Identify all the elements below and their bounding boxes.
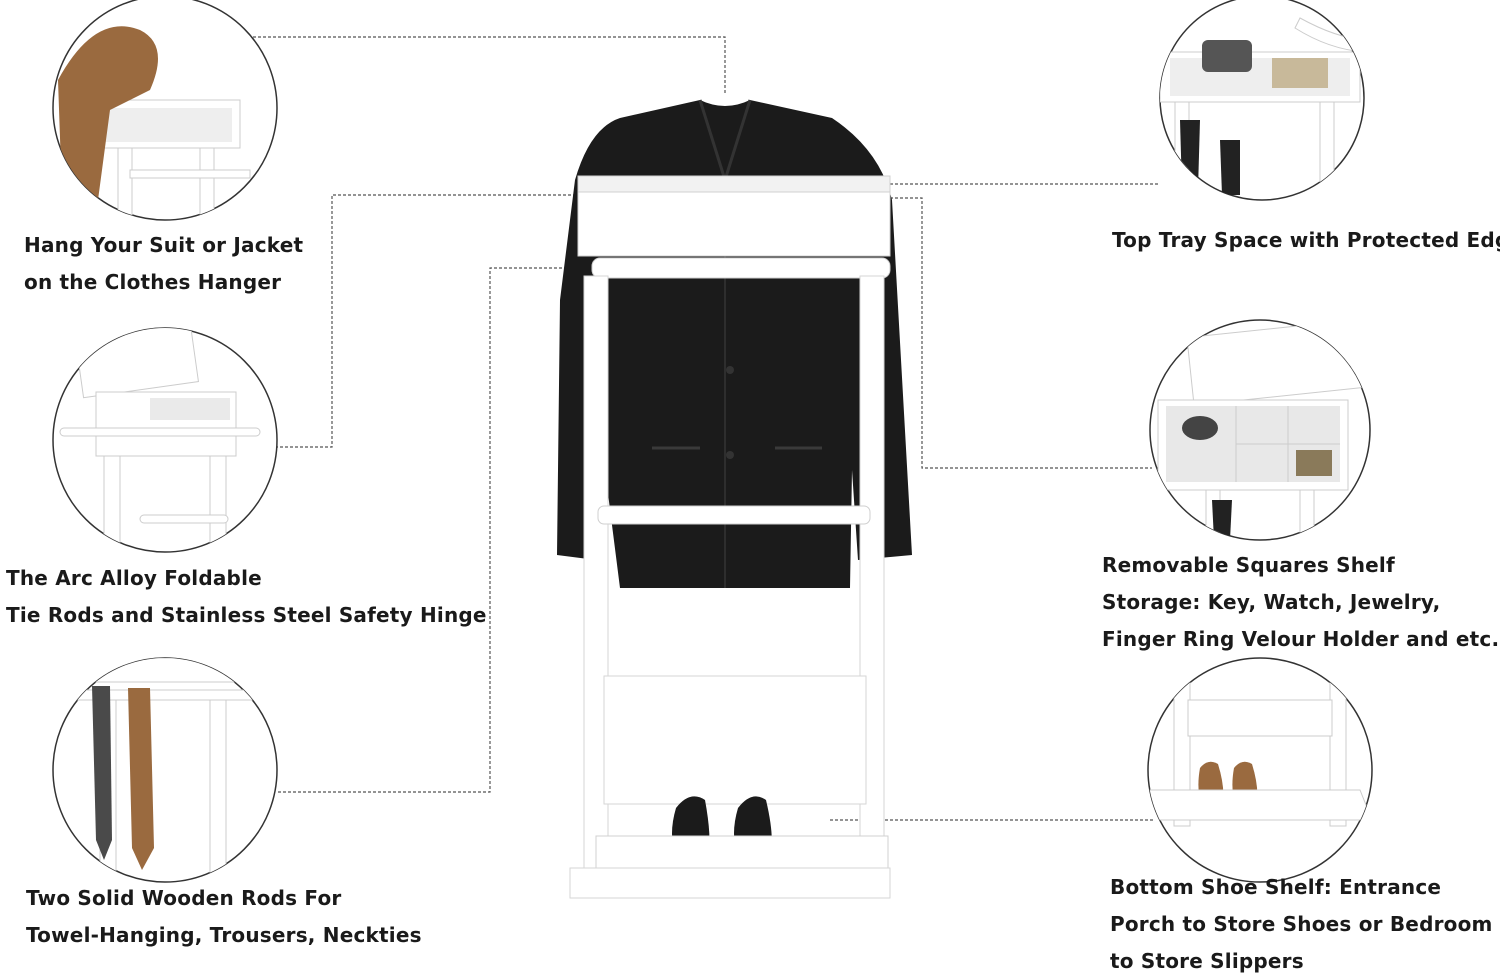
lower-rod — [597, 505, 871, 525]
detail-wooden-rods — [52, 657, 278, 883]
detail-tie-rods — [52, 327, 278, 553]
upper-rod — [591, 257, 891, 279]
caption-top-tray: Top Tray Space with Protected Edge — [1112, 228, 1500, 252]
leader-line-squares-shelf — [890, 197, 1152, 469]
detail-top-tray — [1159, 0, 1365, 201]
jacket-detail-icon — [58, 26, 158, 200]
caption-squares-shelf: Removable Squares Shelf Storage: Key, Wa… — [1102, 553, 1500, 651]
caption-shoe-shelf: Bottom Shoe Shelf: Entrance Porch to Sto… — [1110, 875, 1493, 973]
necktie-icon — [92, 686, 112, 860]
leader-line-hanger — [228, 36, 726, 95]
leader-line-wooden-rods — [278, 267, 600, 793]
wallet-icon — [1272, 58, 1328, 88]
leader-lines — [228, 36, 1160, 821]
caption-tie-rods: The Arc Alloy Foldable Tie Rods and Stai… — [6, 566, 487, 627]
belt-icon — [1202, 40, 1252, 72]
caption-hanger: Hang Your Suit or Jacket on the Clothes … — [24, 233, 304, 294]
detail-hanger — [52, 0, 278, 221]
valet-stand — [557, 99, 912, 899]
bottom-shoe-shelf — [595, 835, 889, 873]
detail-shoe-shelf — [1147, 657, 1373, 883]
leader-line-tie-rods — [275, 194, 580, 448]
back-panel — [603, 675, 867, 805]
caption-wooden-rods: Two Solid Wooden Rods For Towel-Hanging,… — [26, 886, 422, 947]
detail-squares-shelf — [1149, 319, 1371, 541]
